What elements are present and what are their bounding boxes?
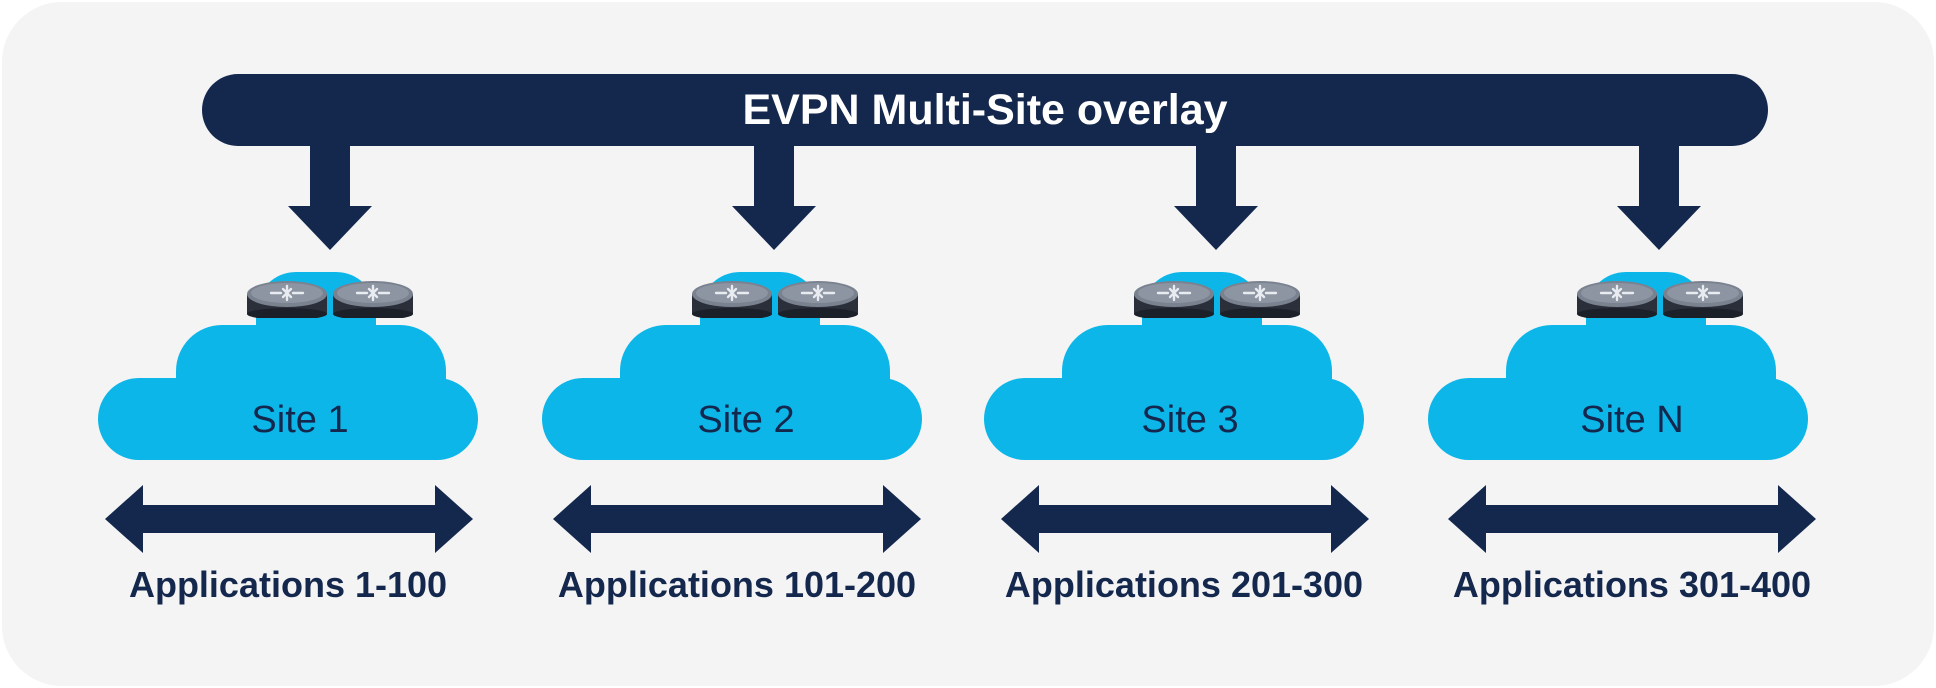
site-name: Site 3: [1141, 399, 1238, 441]
double-arrow-icon: [553, 485, 921, 553]
site-name: Site 2: [697, 399, 794, 441]
site-apps: Applications 301-400: [1453, 564, 1811, 605]
site-group-2: Site 2 Applications 101-200: [542, 144, 922, 605]
router-icon: [1575, 279, 1659, 318]
double-arrow-icon: [1001, 485, 1369, 553]
arrow-down-icon: [732, 144, 816, 250]
router-icon: [245, 279, 329, 318]
site-group-3: Site 3 Applications 201-300: [984, 144, 1369, 605]
router-icon: [1132, 279, 1216, 318]
double-arrow-icon: [1448, 485, 1816, 553]
overlay-bar-shape: [202, 74, 1768, 146]
site-apps: Applications 101-200: [558, 564, 916, 605]
router-icon: [1661, 279, 1745, 318]
site-name: Site N: [1580, 399, 1683, 441]
site-group-n: Site N Applications 301-400: [1428, 144, 1816, 605]
site-apps: Applications 1-100: [129, 564, 447, 605]
router-icon: [331, 279, 415, 318]
site-apps: Applications 201-300: [1005, 564, 1363, 605]
arrow-down-icon: [1174, 144, 1258, 250]
overlay-label: EVPN Multi-Site overlay: [742, 86, 1227, 134]
site-name: Site 1: [251, 399, 348, 441]
overlay-bar: EVPN Multi-Site overlay: [202, 74, 1768, 146]
arrow-down-icon: [288, 144, 372, 250]
site-group-1: Site 1 Applications 1-100: [98, 144, 478, 605]
router-icon: [776, 279, 860, 318]
arrow-down-icon: [1617, 144, 1701, 250]
double-arrow-icon: [105, 485, 473, 553]
router-icon: [1218, 279, 1302, 318]
router-icon: [690, 279, 774, 318]
